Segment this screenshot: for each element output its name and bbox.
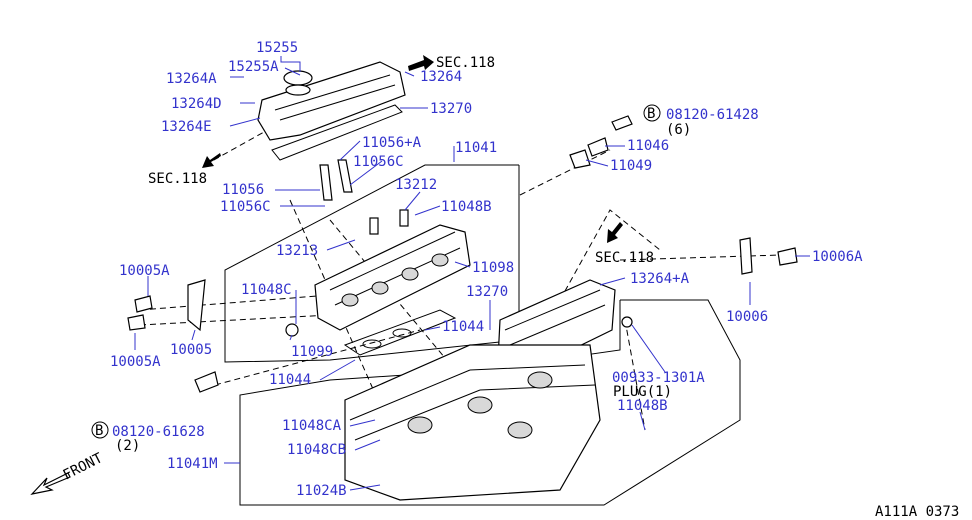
label-11048cb[interactable]: 11048CB	[287, 442, 346, 458]
front-arrow	[30, 472, 71, 495]
label-10005a-top[interactable]: 10005A	[119, 263, 170, 279]
label-08120-61428[interactable]: 08120-61428	[666, 107, 759, 123]
part-labels: 15255 15255A 13264A 13264 13264D 13270 1…	[61, 40, 960, 520]
assembly-line-3	[139, 294, 331, 311]
sec-ref-left[interactable]: SEC.118	[148, 171, 207, 187]
label-11046[interactable]: 11046	[627, 138, 669, 154]
label-15255a[interactable]: 15255A	[228, 59, 279, 75]
sec-arrow-top-right	[408, 55, 434, 71]
assembly-line-4	[139, 314, 331, 326]
label-11099[interactable]: 11099	[291, 344, 333, 360]
label-11056[interactable]: 11056	[222, 182, 264, 198]
assembly-line-2	[519, 149, 611, 196]
label-00933-1301a[interactable]: 00933-1301A	[612, 370, 705, 386]
bolt-qty-bottom: (2)	[115, 438, 140, 454]
label-13212[interactable]: 13212	[395, 177, 437, 193]
label-11098[interactable]: 11098	[472, 260, 514, 276]
label-11044-mid[interactable]: 11044	[442, 319, 484, 335]
rocker-cover-left	[257, 61, 406, 141]
sec-ref-top-right[interactable]: SEC.118	[436, 55, 495, 71]
label-11041m[interactable]: 11041M	[167, 456, 218, 472]
sec-ref-mid[interactable]: SEC.118	[595, 250, 654, 266]
label-11049[interactable]: 11049	[610, 158, 652, 174]
label-13264a[interactable]: 13264A	[166, 71, 217, 87]
sec-arrow-left	[202, 153, 221, 168]
label-15255[interactable]: 15255	[256, 40, 298, 56]
label-11041[interactable]: 11041	[455, 140, 497, 156]
label-11048c[interactable]: 11048C	[241, 282, 292, 298]
bolt-symbol-circle-bottom	[91, 421, 109, 439]
assembly-line-9	[619, 254, 781, 261]
label-13270-top[interactable]: 13270	[430, 101, 472, 117]
label-10005[interactable]: 10005	[170, 342, 212, 358]
label-13264a-right[interactable]: 13264+A	[630, 271, 690, 287]
plug-note: PLUG(1)	[613, 384, 672, 400]
label-11024b[interactable]: 11024B	[296, 483, 347, 499]
front-label: FRONT	[61, 450, 106, 484]
bolt-symbol-circle-top	[643, 104, 661, 122]
bolt-symbol-bottom: B	[95, 423, 103, 439]
label-11056c[interactable]: 11056C	[220, 199, 271, 215]
label-13264d[interactable]: 13264D	[171, 96, 222, 112]
assembly-line-10	[624, 319, 646, 431]
rocker-cover-gasket-left	[271, 104, 403, 161]
label-13213[interactable]: 13213	[276, 243, 318, 259]
assembly-line-5	[214, 329, 421, 386]
label-11048b-low[interactable]: 11048B	[617, 398, 668, 414]
bolt-symbol-top: B	[647, 106, 655, 122]
label-11056a[interactable]: 11056+A	[362, 135, 422, 151]
label-13270-mid[interactable]: 13270	[466, 284, 508, 300]
diagram-code: A111A 0373	[875, 504, 959, 520]
assembly-line-8	[559, 209, 661, 301]
bolt-parts	[127, 115, 798, 393]
label-10006[interactable]: 10006	[726, 309, 768, 325]
label-13264[interactable]: 13264	[420, 69, 462, 85]
cylinder-head-left	[314, 209, 471, 331]
label-13264e[interactable]: 13264E	[161, 119, 212, 135]
sec-arrow-mid	[607, 222, 623, 243]
label-10005a-bottom[interactable]: 10005A	[110, 354, 161, 370]
label-11044-low[interactable]: 11044	[269, 372, 311, 388]
bolt-qty-top: (6)	[666, 122, 691, 138]
label-10006a[interactable]: 10006A	[812, 249, 863, 265]
label-11048ca[interactable]: 11048CA	[282, 418, 342, 434]
label-11056c-top[interactable]: 11056C	[353, 154, 404, 170]
leader-lines	[134, 56, 810, 491]
label-08120-61628[interactable]: 08120-61628	[112, 424, 205, 440]
head-gasket-left	[343, 309, 457, 356]
engine-block	[344, 344, 601, 501]
label-11048b-top[interactable]: 11048B	[441, 199, 492, 215]
